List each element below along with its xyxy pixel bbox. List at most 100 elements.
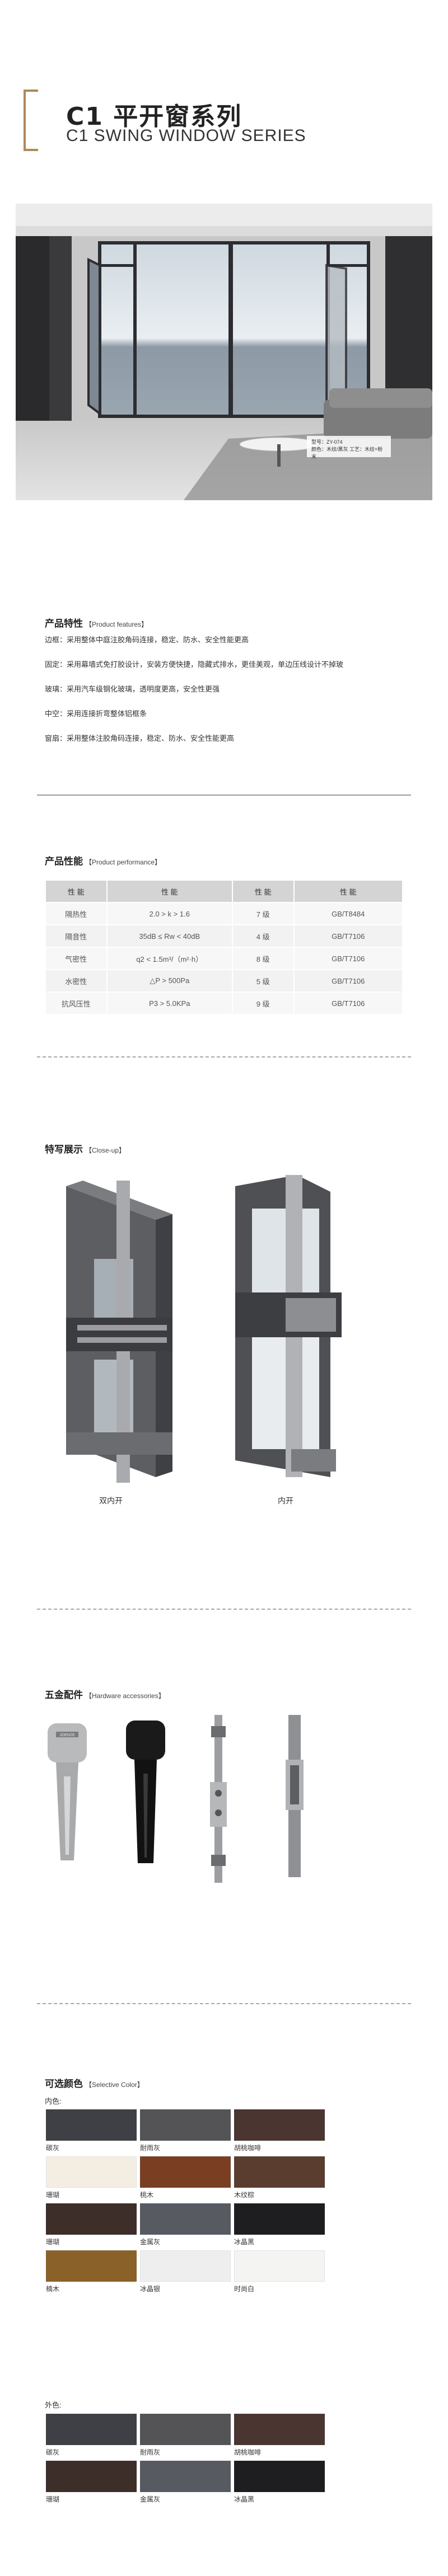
table-row: 气密性 q2 < 1.5m³/（m²·h） 8 级 GB/T7106 xyxy=(45,947,404,970)
closeup-heading-en: 【Close-up】 xyxy=(85,1146,126,1154)
closeup-heading-cn: 特写展示 xyxy=(45,1144,83,1155)
table-cell: 隔音性 xyxy=(45,924,108,948)
color-swatch[interactable] xyxy=(46,2250,137,2282)
hero-caption-model: 型号：ZY-074 xyxy=(311,439,343,445)
title-bracket-decoration xyxy=(24,90,38,151)
table-cell: 9 级 xyxy=(231,991,295,1015)
colors-heading-en: 【Selective Color】 xyxy=(85,2081,144,2089)
color-swatch-label: 冰晶黑 xyxy=(234,2495,255,2503)
table-cell: GB/T7106 xyxy=(293,969,404,993)
hardware-heading-en: 【Hardware accessories】 xyxy=(85,1692,165,1700)
inner-color-label: 内色: xyxy=(45,2097,62,2105)
color-swatch-label: 楠木 xyxy=(46,2285,60,2293)
table-cell: q2 < 1.5m³/（m²·h） xyxy=(106,947,233,970)
table-cell: GB/T7106 xyxy=(293,947,404,970)
table-cell: 隔热性 xyxy=(45,902,108,925)
column-header: 性 能 xyxy=(106,880,233,903)
color-swatch-label: 耐雨灰 xyxy=(140,2144,161,2152)
features-heading-cn: 产品特性 xyxy=(45,618,83,629)
table-cell: 4 级 xyxy=(231,924,295,948)
feature-item: 固定：采用幕墙式免打胶设计，安装方便快捷，隐藏式排水，更佳美观，单边压线设计不掉… xyxy=(45,660,344,669)
hero-caption: 型号：ZY-074 颜色：木纹/黑灰 工艺：木纹+粉末 xyxy=(307,436,391,459)
closeup-label-single: 内开 xyxy=(278,1496,293,1505)
brand-logo-text: JOENZE xyxy=(59,1733,75,1737)
feature-item: 窗扇：采用整体注胶角码连接，稳定、防水、安全性能更高 xyxy=(45,734,235,742)
color-swatch-label: 金属灰 xyxy=(140,2238,161,2246)
color-swatch[interactable] xyxy=(46,2461,137,2492)
color-swatch[interactable] xyxy=(140,2156,231,2188)
color-swatch[interactable] xyxy=(140,2461,231,2492)
color-swatch[interactable] xyxy=(234,2156,325,2188)
table-header-row: 性 能 性 能 性 能 性 能 xyxy=(45,880,404,903)
hero-room-image: 型号：ZY-074 颜色：木纹/黑灰 工艺：木纹+粉末 xyxy=(16,204,432,500)
closeup-heading: 特写展示【Close-up】 xyxy=(45,1141,125,1155)
table-row: 隔音性 35dB ≤ Rw < 40dB 4 级 GB/T7106 xyxy=(45,924,404,948)
table-cell: GB/T7106 xyxy=(293,924,404,948)
column-header: 性 能 xyxy=(45,880,108,903)
color-swatch[interactable] xyxy=(140,2109,231,2141)
feature-item: 边框：采用整体中庭注胶角码连接，稳定、防水、安全性能更高 xyxy=(45,636,249,644)
colors-heading: 可选颜色【Selective Color】 xyxy=(45,2076,144,2090)
feature-item: 玻璃：采用汽车级钢化玻璃，透明度更高，安全性更强 xyxy=(45,685,220,693)
hardware-heading: 五金配件【Hardware accessories】 xyxy=(45,1687,165,1701)
performance-heading-cn: 产品性能 xyxy=(45,856,83,867)
table-row: 抗风压性 P3 > 5.0KPa 9 级 GB/T7106 xyxy=(45,991,404,1015)
color-swatch-label: 碳灰 xyxy=(46,2448,60,2456)
color-swatch[interactable] xyxy=(234,2250,325,2282)
color-swatch-label: 珊瑚 xyxy=(46,2191,60,2199)
color-swatch-label: 珊瑚 xyxy=(46,2495,60,2503)
color-swatch-label: 时尚白 xyxy=(234,2285,255,2293)
table-cell: 5 级 xyxy=(231,969,295,993)
color-swatch[interactable] xyxy=(234,2109,325,2141)
page-header: C1 平开窗系列 C1 SWING WINDOW SERIES xyxy=(0,0,448,213)
table-row: 隔热性 2.0 > k > 1.6 7 级 GB/T8484 xyxy=(45,902,404,925)
color-swatch-label: 桃木 xyxy=(140,2191,154,2199)
column-header: 性 能 xyxy=(293,880,404,903)
color-swatch-label: 冰晶黑 xyxy=(234,2238,255,2246)
table-cell: 7 级 xyxy=(231,902,295,925)
outer-color-label: 外色: xyxy=(45,2401,62,2409)
table-cell: △P > 500Pa xyxy=(106,969,233,993)
color-swatch[interactable] xyxy=(140,2203,231,2235)
table-cell: 抗风压性 xyxy=(45,991,108,1015)
table-cell: 水密性 xyxy=(45,969,108,993)
color-swatch[interactable] xyxy=(140,2414,231,2445)
color-swatch[interactable] xyxy=(46,2156,137,2188)
color-swatch-label: 木纹棕 xyxy=(234,2191,255,2199)
color-swatch-label: 冰晶银 xyxy=(140,2285,161,2293)
closeup-label-double: 双内开 xyxy=(99,1496,123,1505)
feature-item: 中空：采用连接折弯整体铝框条 xyxy=(45,709,147,718)
section-divider xyxy=(37,1609,411,1610)
hardware-heading-cn: 五金配件 xyxy=(45,1690,83,1700)
table-cell: 气密性 xyxy=(45,947,108,970)
lock-mechanism-image xyxy=(210,1715,227,1883)
performance-heading-en: 【Product performance】 xyxy=(85,858,162,866)
table-cell: 8 级 xyxy=(231,947,295,970)
color-swatch[interactable] xyxy=(234,2461,325,2492)
hero-caption-color: 颜色：木纹/黑灰 工艺：木纹+粉末 xyxy=(311,446,383,459)
features-heading-en: 【Product features】 xyxy=(85,621,148,628)
table-cell: GB/T8484 xyxy=(293,902,404,925)
table-cell: 35dB ≤ Rw < 40dB xyxy=(106,924,233,948)
color-swatch[interactable] xyxy=(140,2250,231,2282)
page-title: C1 平开窗系列 xyxy=(66,102,242,131)
color-swatch[interactable] xyxy=(234,2414,325,2445)
silver-handle-image: JOENZE xyxy=(48,1723,87,1860)
black-handle-image xyxy=(126,1721,165,1863)
color-swatch-label: 胡桃咖啡 xyxy=(234,2144,262,2152)
section-divider xyxy=(37,795,411,796)
color-swatch[interactable] xyxy=(234,2203,325,2235)
color-swatch[interactable] xyxy=(46,2109,137,2141)
performance-heading: 产品性能【Product performance】 xyxy=(45,853,161,867)
section-divider xyxy=(37,2003,411,2004)
performance-table: 性 能 性 能 性 能 性 能 隔热性 2.0 > k > 1.6 7 级 GB… xyxy=(45,880,404,1015)
double-inswing-profile-image xyxy=(66,1181,172,1483)
color-swatch-label: 耐雨灰 xyxy=(140,2448,161,2456)
color-swatch[interactable] xyxy=(46,2414,137,2445)
color-swatch[interactable] xyxy=(46,2203,137,2235)
column-header: 性 能 xyxy=(231,880,295,903)
color-swatch-label: 胡桃咖啡 xyxy=(234,2448,262,2456)
table-cell: P3 > 5.0KPa xyxy=(106,991,233,1015)
page-subtitle: C1 SWING WINDOW SERIES xyxy=(66,126,306,145)
features-list: 边框：采用整体中庭注胶角码连接，稳定、防水、安全性能更高 固定：采用幕墙式免打胶… xyxy=(45,634,414,758)
